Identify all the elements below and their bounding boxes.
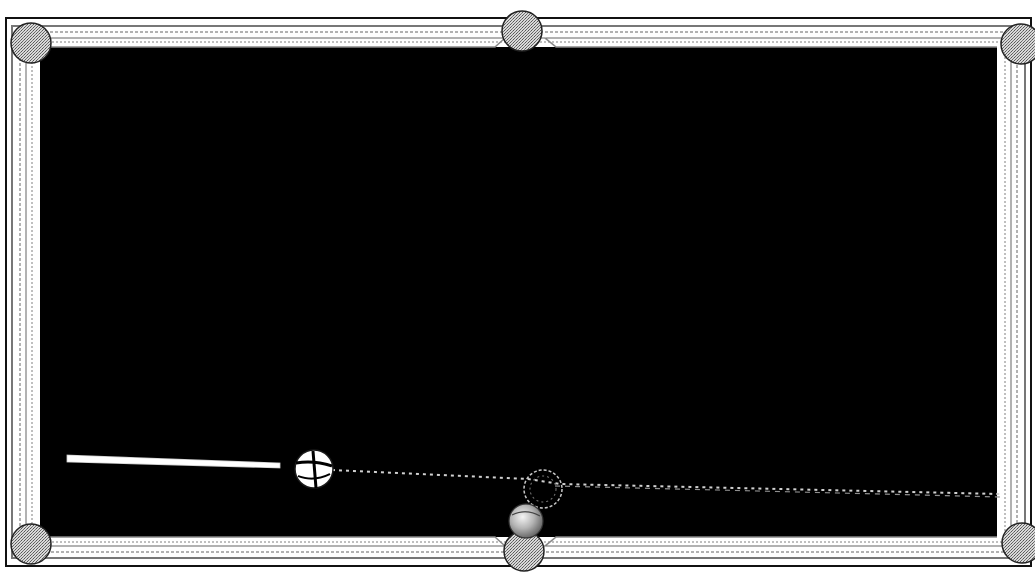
object-ball[interactable] [509, 504, 543, 538]
pocket-ball-icon [11, 23, 51, 63]
pocket-ball-icon [502, 11, 542, 51]
pocket-top-left [11, 23, 51, 63]
pocket-ball-icon [1001, 24, 1035, 64]
pocket-bottom-right [1002, 523, 1035, 563]
pocket-ball-icon [1002, 523, 1035, 563]
pocket-ball-icon [11, 524, 51, 564]
pocket-bottom-left [11, 524, 51, 564]
pocket-top-middle [502, 11, 542, 51]
pocket-top-right [1001, 24, 1035, 64]
cue-ball[interactable] [295, 450, 333, 488]
